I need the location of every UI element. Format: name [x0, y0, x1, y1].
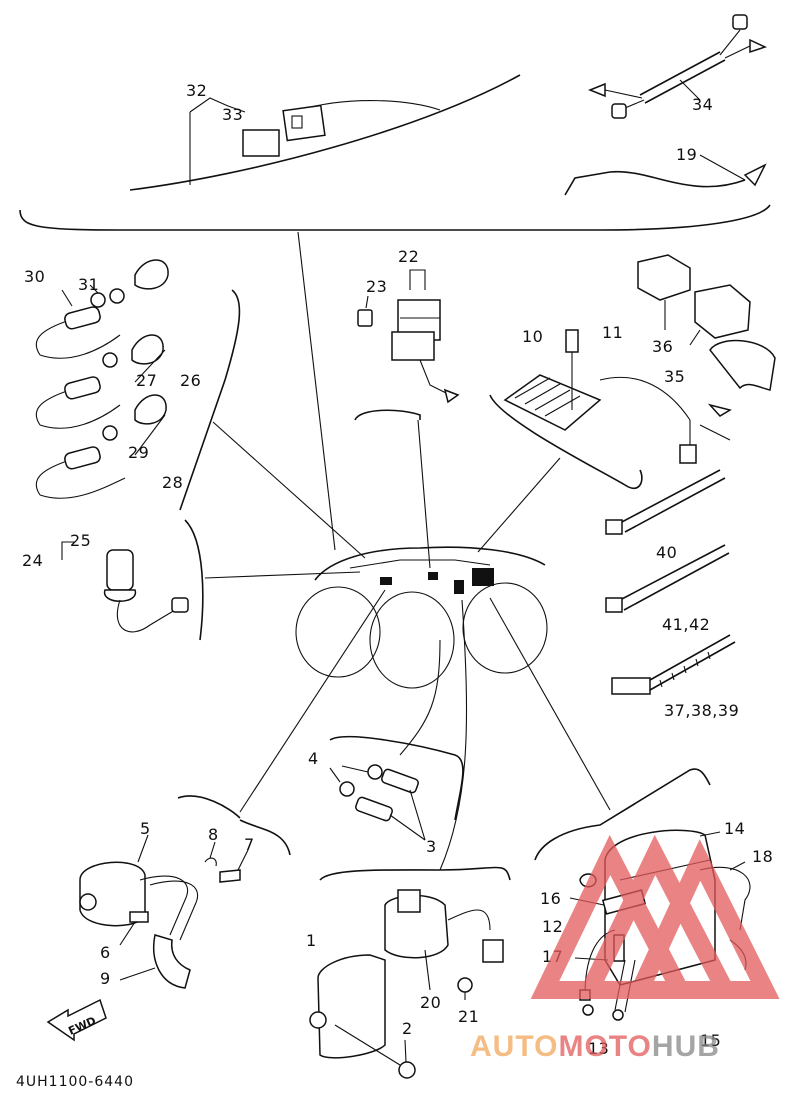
cable-bands — [605, 469, 736, 695]
wire-harness-frame — [19, 74, 771, 231]
ignition-coil-24 — [61, 519, 204, 641]
callout-30: 30 — [24, 267, 45, 286]
svg-text:AUTOMOTOHUB: AUTOMOTOHUB — [470, 1030, 720, 1063]
callout-13: 13 — [588, 1039, 609, 1058]
connector-covers — [637, 254, 776, 391]
watermark-hub: HUB — [652, 1030, 720, 1063]
callout-18: 18 — [752, 847, 773, 866]
callout-9: 9 — [100, 969, 111, 988]
callout-7: 7 — [244, 835, 255, 854]
callout-41-42: 41,42 — [662, 615, 710, 634]
callout-25: 25 — [70, 531, 91, 550]
callout-29: 29 — [128, 443, 149, 462]
callout-5: 5 — [140, 819, 151, 838]
starter-relay-group — [79, 795, 291, 989]
watermark-moto: MOTO — [558, 1030, 651, 1063]
callout-20: 20 — [420, 993, 441, 1012]
lead-19 — [564, 154, 767, 196]
callout-22: 22 — [398, 247, 419, 266]
callout-8: 8 — [208, 825, 219, 844]
callout-19: 19 — [676, 145, 697, 164]
callout-28: 28 — [162, 473, 183, 492]
ignition-leads-group — [35, 259, 241, 511]
callout-23: 23 — [366, 277, 387, 296]
callout-40: 40 — [656, 543, 677, 562]
callout-2: 2 — [402, 1019, 413, 1038]
watermark-auto: AUTO — [470, 1030, 558, 1063]
callout-31: 31 — [78, 275, 99, 294]
watermark-logo: AUTOMOTOHUB — [470, 834, 780, 1063]
callout-34: 34 — [692, 95, 713, 114]
callout-33: 33 — [222, 105, 243, 124]
callout-15: 15 — [700, 1031, 721, 1050]
callout-36: 36 — [652, 337, 673, 356]
callout-16: 16 — [540, 889, 561, 908]
callout-6: 6 — [100, 943, 111, 962]
callout-21: 21 — [458, 1007, 479, 1026]
relay-33 — [242, 104, 326, 157]
callout-10: 10 — [522, 327, 543, 346]
callout-27: 27 — [136, 371, 157, 390]
callout-3: 3 — [426, 837, 437, 856]
switch-group-3-4 — [329, 735, 464, 841]
callout-labels: 32 33 34 19 22 23 30 31 10 11 36 35 27 2… — [22, 81, 773, 1058]
drawing-code: 4UH1100-6440 — [16, 1074, 134, 1090]
relay-22 — [357, 269, 460, 404]
cdi-group — [309, 866, 511, 1079]
callout-1: 1 — [306, 931, 317, 950]
rectifier-10 — [354, 329, 732, 490]
atv-silhouette — [295, 546, 548, 689]
callout-37-38-39: 37,38,39 — [664, 701, 739, 720]
sub-harness-34 — [587, 14, 768, 119]
callout-4: 4 — [308, 749, 319, 768]
callout-11: 11 — [602, 323, 623, 342]
forward-arrow-icon: FWD — [46, 998, 107, 1042]
callout-35: 35 — [664, 367, 685, 386]
callout-24: 24 — [22, 551, 43, 570]
callout-14: 14 — [724, 819, 745, 838]
callout-26: 26 — [180, 371, 201, 390]
callout-32: 32 — [186, 81, 207, 100]
callout-12: 12 — [542, 917, 563, 936]
